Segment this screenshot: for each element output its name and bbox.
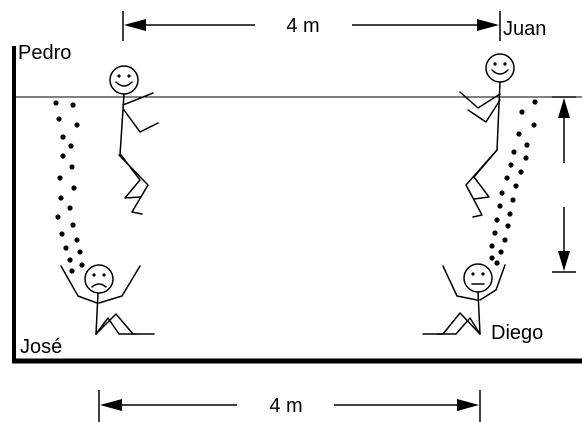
bubble-dot [79, 262, 85, 268]
bubble-dot [74, 122, 80, 128]
bubble-dot [59, 231, 65, 237]
bubble-dot [56, 116, 62, 122]
bubble-dot [504, 175, 510, 181]
bubble-dot [516, 131, 522, 137]
smiling-face-icon [109, 65, 139, 95]
bubble-dot [60, 153, 66, 159]
vertical-arrowhead-up [558, 98, 570, 118]
bubble-dot [63, 245, 69, 251]
top-distance-label: 4 m [286, 15, 319, 37]
top-distance-arrow: 4 m [122, 11, 501, 41]
figure-juan [459, 53, 515, 218]
bubble-dot [507, 211, 513, 217]
name-label-diego: Diego [491, 322, 543, 344]
bubble-dot [67, 257, 73, 263]
bubble-dot [511, 149, 517, 155]
bubble-dot [508, 162, 514, 168]
frowning-face-icon [84, 264, 114, 294]
bubble-dot [523, 155, 529, 161]
bubble-dot [77, 249, 83, 255]
bubble-dot [55, 214, 61, 220]
bubble-dot [60, 134, 66, 140]
bubble-dot [70, 222, 76, 228]
bubble-dot [499, 190, 505, 196]
name-label-juan: Juan [503, 18, 546, 40]
bubble-dot [68, 143, 74, 149]
bubble-dot [505, 223, 511, 229]
bottom-distance-label: 4 m [269, 395, 302, 417]
bubble-dot [69, 164, 75, 170]
bottom-distance-arrow: 4 m [98, 390, 481, 422]
bottom-arrowhead-right [457, 399, 479, 411]
bubble-dot [532, 99, 538, 105]
bubble-dot [524, 142, 530, 148]
bubble-dot [531, 122, 537, 128]
vertical-depth-arrow [552, 96, 576, 273]
bubble-dot [71, 185, 77, 191]
bubble-trail-right [489, 99, 538, 266]
bubble-dot [510, 197, 516, 203]
bubble-dot [53, 100, 59, 106]
name-label-jose: José [20, 336, 62, 358]
bubble-dot [67, 205, 73, 211]
bubble-dot [69, 268, 75, 274]
vertical-arrowhead-down [558, 251, 570, 271]
bubble-dot [58, 195, 64, 201]
bubble-dot [518, 169, 524, 175]
bubble-dot [57, 175, 63, 181]
bubble-dot [489, 255, 495, 261]
top-arrowhead-right [477, 19, 499, 31]
bubble-dot [519, 109, 525, 115]
pool-outline [12, 46, 582, 364]
bubble-dot [498, 249, 504, 255]
figure-pedro [109, 65, 159, 215]
bubble-dot [494, 217, 500, 223]
figure-jose [60, 264, 155, 335]
bottom-arrowhead-left [100, 399, 122, 411]
bubble-dot [513, 183, 519, 189]
bubble-trail-left [53, 100, 85, 274]
bubble-dot [74, 237, 80, 243]
bubble-dot [497, 203, 503, 209]
neutral-face-icon [463, 263, 493, 293]
bubble-dot [489, 243, 495, 249]
bubble-dot [502, 237, 508, 243]
bubble-dot [492, 230, 498, 236]
top-arrowhead-left [124, 19, 146, 31]
bubble-dot [70, 102, 76, 108]
name-label-pedro: Pedro [18, 42, 71, 64]
smiling-face-icon [485, 53, 515, 83]
bubble-dot [494, 260, 500, 266]
figure-diego [422, 263, 506, 335]
